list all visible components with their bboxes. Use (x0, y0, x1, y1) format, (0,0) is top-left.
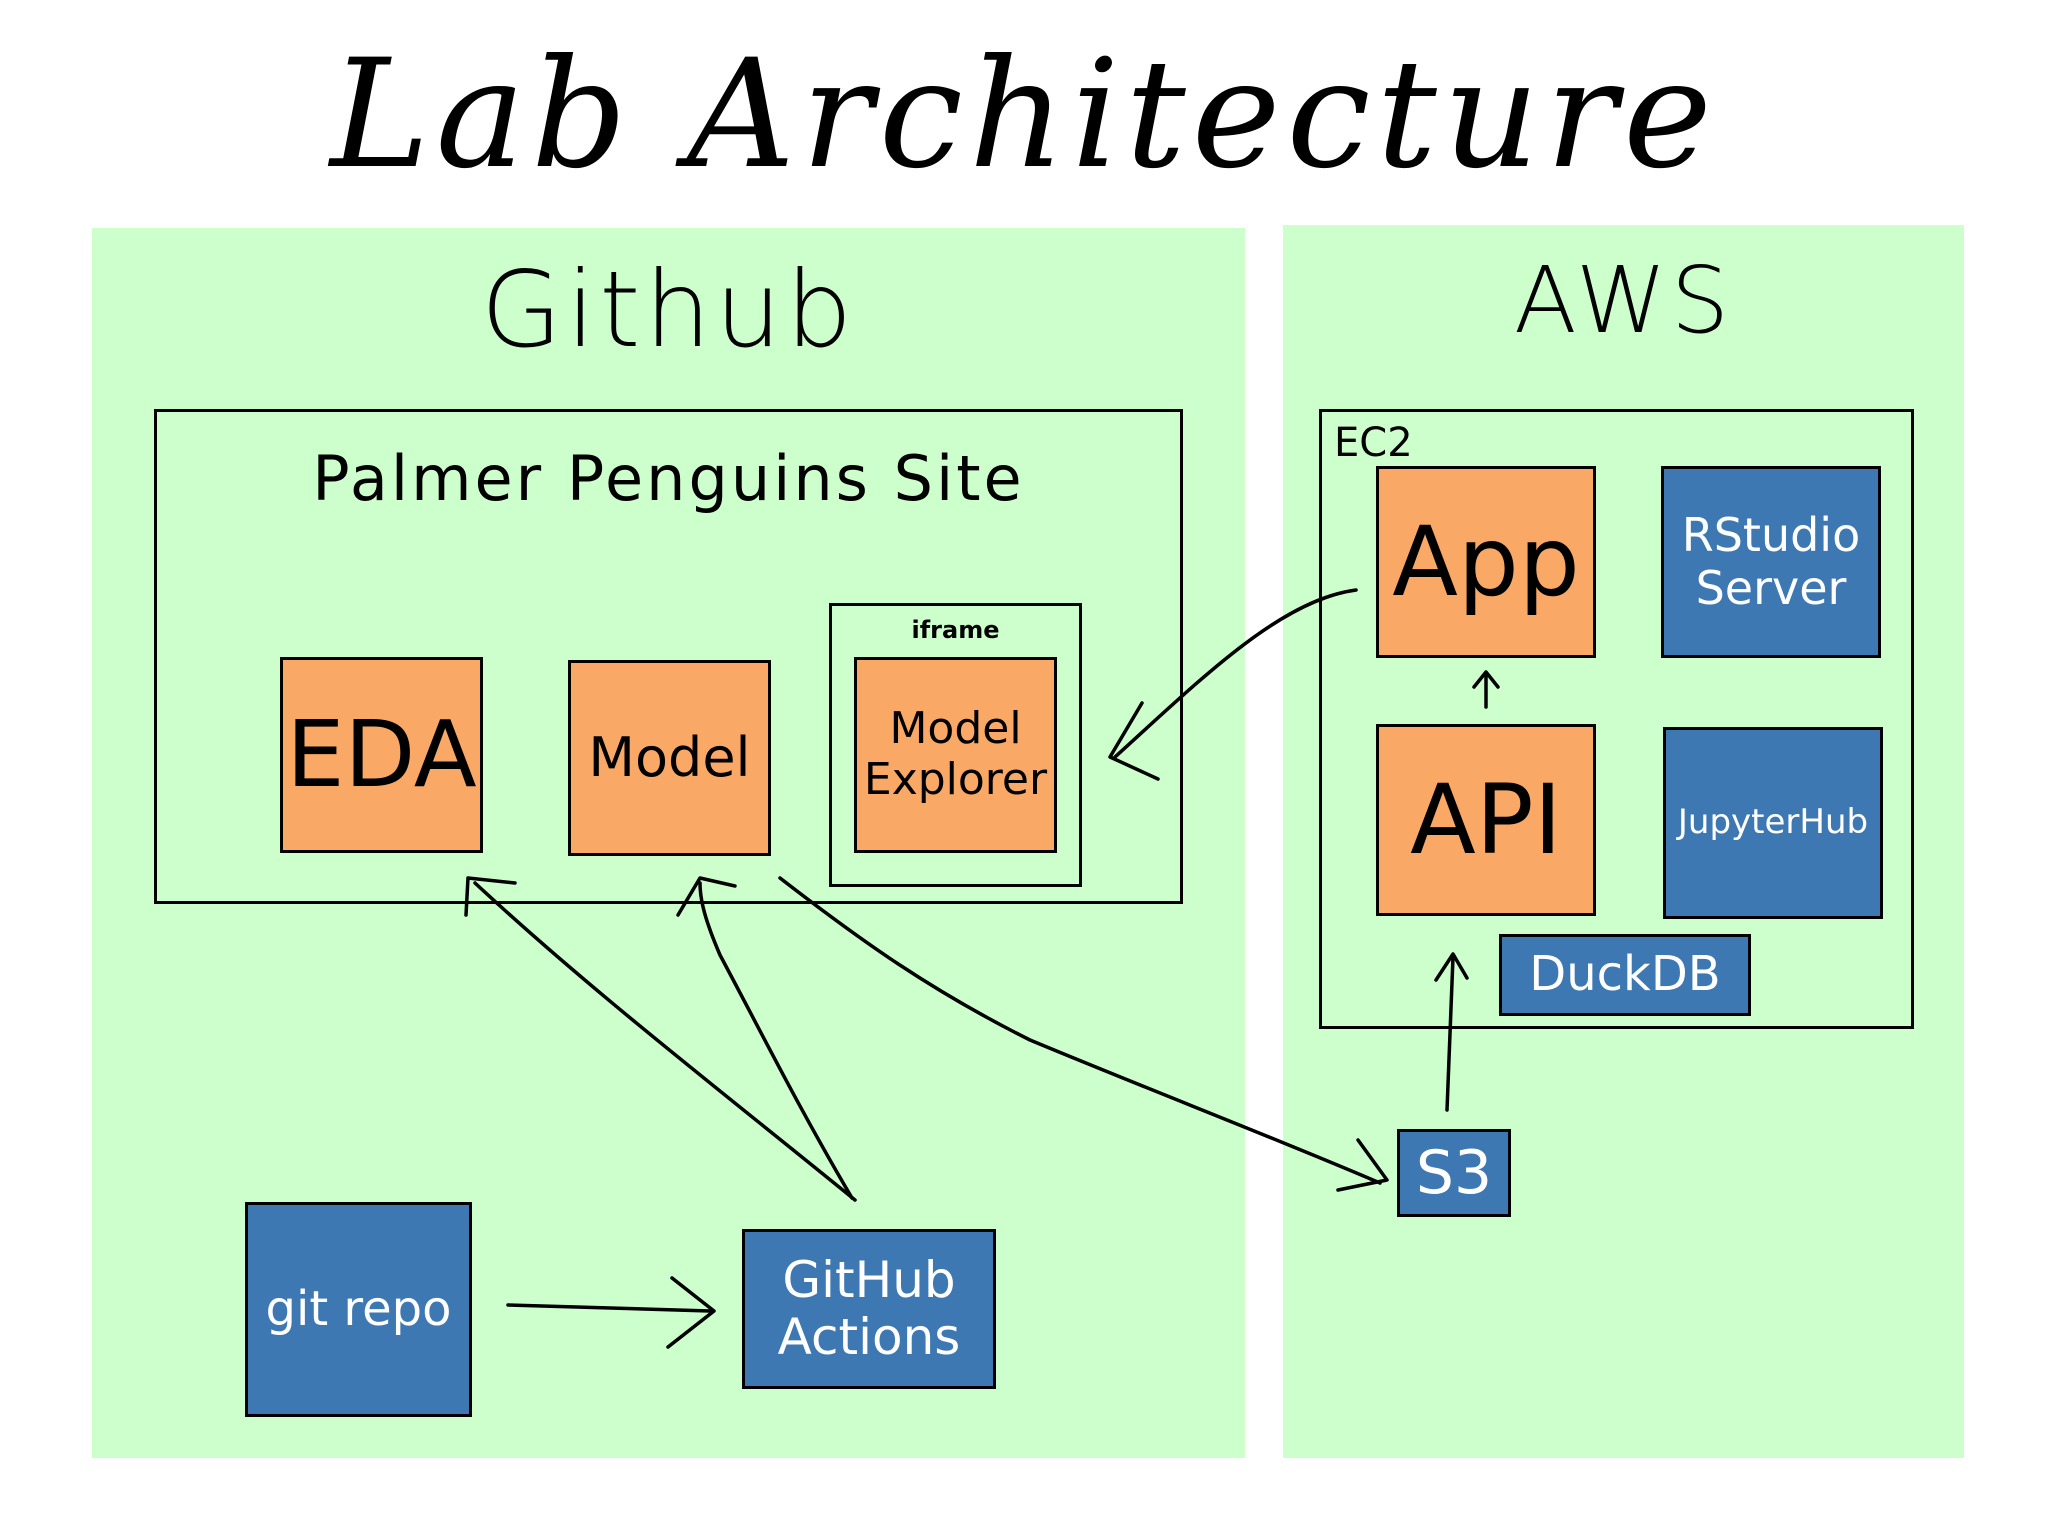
s3-box: S3 (1397, 1129, 1511, 1217)
iframe-frame-title: iframe (911, 616, 1000, 644)
jupyterhub-box: JupyterHub (1663, 727, 1883, 919)
rstudio-label-line1: RStudio (1681, 508, 1861, 563)
eda-label: EDA (286, 701, 477, 809)
ec2-frame-title: EC2 (1334, 420, 1413, 466)
aws-region-title: AWS (1513, 247, 1734, 354)
api-box: API (1376, 724, 1596, 916)
model-box: Model (568, 660, 771, 856)
rstudio-label-line2: Server (1695, 561, 1847, 615)
model-explorer-label-line2: Explorer (863, 754, 1048, 805)
github-actions-label-line1: GitHub (782, 1250, 956, 1309)
app-box: App (1376, 466, 1596, 658)
api-label: API (1410, 763, 1562, 876)
model-label: Model (588, 725, 751, 789)
model-explorer-label-line1: Model (889, 703, 1022, 755)
app-label: App (1392, 505, 1580, 618)
duckdb-label: DuckDB (1529, 946, 1721, 1003)
jupyterhub-label: JupyterHub (1677, 802, 1869, 843)
rstudio-server-box: RStudio Server (1661, 466, 1881, 658)
site-frame-title: Palmer Penguins Site (312, 442, 1025, 515)
eda-box: EDA (280, 657, 483, 853)
duckdb-box: DuckDB (1499, 934, 1751, 1016)
github-actions-box: GitHub Actions (742, 1229, 996, 1389)
git-repo-label: git repo (265, 1280, 452, 1337)
git-repo-box: git repo (245, 1202, 472, 1417)
model-explorer-box: Model Explorer (854, 657, 1057, 853)
diagram-title: Lab Architecture (330, 28, 1718, 202)
github-actions-label-line2: Actions (777, 1308, 961, 1366)
github-region-title: Github (480, 249, 857, 371)
s3-label: S3 (1415, 1137, 1493, 1208)
